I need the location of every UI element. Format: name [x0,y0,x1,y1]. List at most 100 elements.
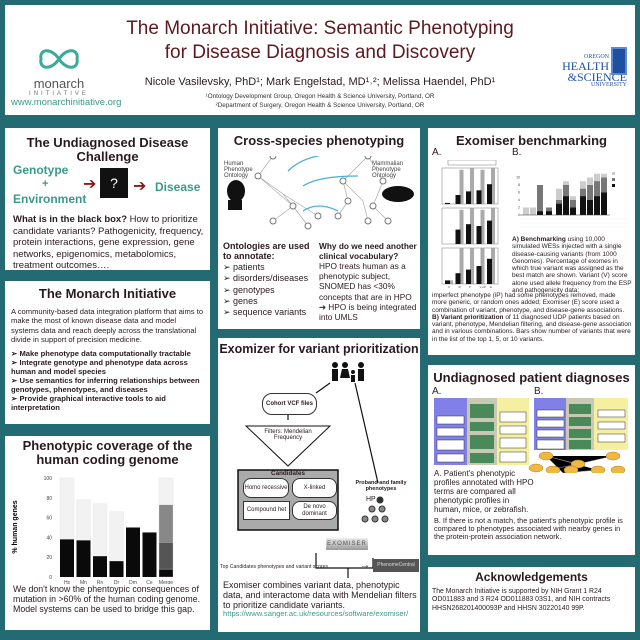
bar-black [455,273,461,284]
ontology-item: patients [223,262,318,273]
y-tick-label: 20 [46,555,52,561]
merge-segment [158,542,174,570]
x-tick-label: Dr [114,580,120,584]
x-tick-label: Merge [159,580,173,584]
authors: Nicole Vasilevsky, PhD¹; Mark Engelstad,… [144,76,496,88]
genotype-label: Genotype [13,163,69,177]
merge-segment [158,504,174,543]
proband-label: Proband and family phenotypes [355,480,407,492]
x-tick-label: Hs [64,580,71,584]
affiliation-1: ¹Ontology Development Group, Oregon Heal… [205,93,435,100]
why-heading: Why do we need another clinical vocabula… [319,241,417,262]
y-tick-label: 60 [46,516,52,522]
diagnoses-caption-b: B. If there is not a match, the patient'… [434,516,623,542]
bar-grey [459,169,464,204]
merge-segment [158,568,174,578]
ontology-item: disorders/diseases [223,273,318,284]
bullet: Provide graphical interactive tools to a… [11,394,204,412]
exomiser-link[interactable]: https://www.sanger.ac.uk/resources/softw… [223,609,409,618]
x-tick-label: E [490,285,492,289]
stacked-bar [523,207,529,215]
legend-box [447,160,497,166]
merge-segment [158,477,174,505]
exomizer-workflow-diagram [237,362,379,578]
legend-swatch [612,184,615,187]
bar-grey [470,168,474,204]
bench-caption-a: A) Benchmarking using 10,000 simulated W… [512,236,632,294]
panel-b-label: B. [512,147,522,158]
y-tick-label: 0 [49,575,52,581]
exomizer-heading: Exomizer for variant prioritization [219,342,419,356]
hp-label: HP [366,496,376,503]
bar-phenotyped [109,561,124,577]
bar-black [466,191,471,204]
bar-black [487,184,492,204]
panel-a-label: A. [432,386,442,397]
exomizer-caption: Exomiser combines variant data, phenotyp… [223,580,417,611]
bar-grey [480,248,485,284]
stacked-bar [587,200,593,215]
stacked-bar [570,207,576,215]
ohsu-logo: OREGON HEALTH &SCIENCE UNIVERSITY [557,47,627,89]
phenomecentral-node[interactable]: PhenomeCentral [373,559,419,572]
bar-phenotyped [142,532,157,577]
bar-black [445,280,450,284]
x-linked-node: X-linked [292,478,337,498]
panel-b-label: B. [534,386,544,397]
bar-grey [491,168,495,204]
cross-heading: Cross-species phenotyping [233,133,405,148]
ontology-item: genotypes [223,285,318,296]
stacked-bar [537,211,543,215]
x-tick-label: V+IP [480,285,487,289]
bar-black [476,226,482,244]
ohsu-text: HEALTH [562,58,609,73]
y-tick-label: 100 [44,476,53,482]
arrow-icon: ➔ [133,178,147,195]
y-tick-label: 8 [518,183,520,187]
x-tick-label: P [469,285,471,289]
bar-black [476,266,482,284]
bar-grey [480,169,485,204]
bar-grey [459,209,464,244]
y-tick-label: 10 [516,176,520,180]
website-link[interactable]: www.monarchinitiative.org [11,97,122,108]
arrow-icon: ➔ [83,176,97,193]
ohsu-text: UNIVERSITY [591,82,627,89]
stacked-bar [530,207,536,215]
challenge-panel: The Undiagnosed Disease Challenge Genoty… [5,128,210,270]
stacked-bar [601,192,607,215]
bar-black [445,202,450,204]
bar-black [487,220,492,244]
bench-text: of 11 diagnosed UDP patients based on va… [432,313,632,343]
bench-text: using 10,000 simulated WESs injected wit… [512,236,632,294]
bar-grey [449,280,453,284]
bench-bold: B) Variant prioritization [432,313,504,321]
ontology-item: genes [223,296,318,307]
bullet: Use semantics for inferring relationship… [11,376,204,394]
y-tick-label: 6 [518,191,520,195]
mouse-icon [382,186,414,202]
ontology-item: sequence variants [223,307,318,318]
y-tick-label: 40 [46,535,52,541]
why-text: HPO treats human as a phenotypic subject… [319,261,412,302]
why-section: Why do we need another clinical vocabula… [319,241,417,322]
monarch-intro: A community-based data integration platf… [11,307,204,344]
bar-phenotyped [60,539,74,577]
black-box: ? [100,168,128,198]
x-tick-label: Ce [146,580,153,584]
affiliation-2: ²Department of Surgery, Oregon Health & … [215,102,425,109]
monarch-logo: monarch INITIATIVE [19,47,99,97]
stacked-bar [563,196,569,215]
bar-grey [470,248,474,284]
panel-a-label: A. [432,147,442,158]
ontologies-heading: Ontologies are used to annotate: [223,241,310,261]
x-tick-label: V [448,285,450,289]
ack-heading: Acknowledgements [475,570,588,584]
diagnoses-diagram [434,398,628,473]
y-tick-label: 4 [518,198,520,202]
bar-black [455,195,461,204]
plus-label: + [42,178,49,190]
logo-subtext: INITIATIVE [29,91,89,97]
stacked-bar [537,185,543,215]
